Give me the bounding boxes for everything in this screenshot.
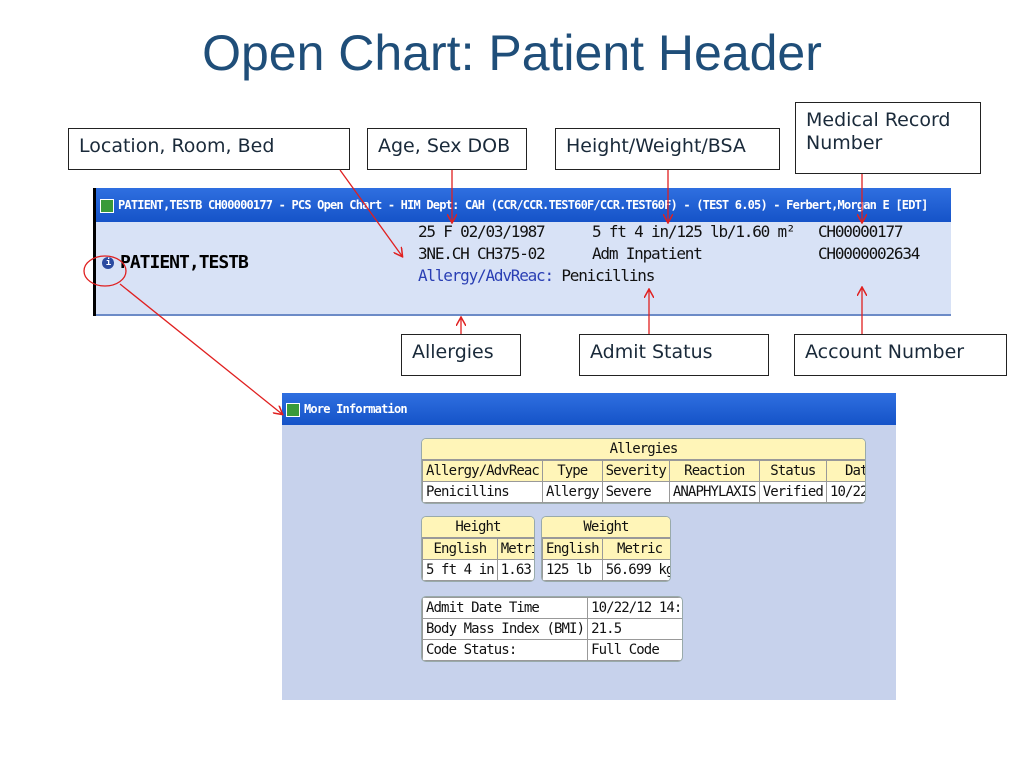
callout-account-number: Account Number [794,334,1007,376]
column-header: Status [758,460,827,482]
admission-details-table: Admit Date Time 10/22/12 14:23 Body Mass… [421,596,683,662]
detail-label: Code Status: [422,639,589,661]
weight-caption: Weight [542,517,670,538]
table-cell: 56.699 kg [601,559,670,581]
detail-label: Admit Date Time [422,597,589,619]
app-icon [286,402,300,417]
column-header: Type [541,460,603,482]
patient-name-row: i PATIENT,TESTB [102,252,249,273]
height-weight-bsa: 5 ft 4 in/125 lb/1.60 m² [592,222,796,241]
window-titlebar[interactable]: PATIENT,TESTB CH00000177 - PCS Open Char… [96,188,951,222]
table-cell: Allergy [541,481,603,503]
detail-value: 21.5 [587,618,682,640]
callout-admit-status: Admit Status [579,334,769,376]
patient-name: PATIENT,TESTB [120,252,249,273]
callout-age-sex-dob: Age, Sex DOB [367,128,527,170]
weight-header-row: English Metric [542,538,670,560]
allergy-label: Allergy/AdvReac: [418,266,554,285]
info-icon[interactable]: i [102,257,114,269]
column-header: Allergy/AdvReac [422,460,543,482]
location-room-bed: 3NE.CH CH375-02 [418,244,546,263]
column-header: Date [825,460,865,482]
window-title: PATIENT,TESTB CH00000177 - PCS Open Char… [118,198,928,212]
allergy-value: Penicillins [561,266,655,285]
column-header: Reaction [668,460,760,482]
column-header: English [422,538,498,560]
detail-value: 10/22/12 14:23 [587,597,682,619]
table-row: 125 lb 56.699 kg [542,559,670,581]
callout-height-weight: Height/Weight/BSA [555,128,780,170]
table-row: 5 ft 4 in 1.63 m [422,559,534,581]
column-header: Metric [601,538,670,560]
medical-record-number: CH00000177 [818,222,904,241]
more-info-titlebar[interactable]: More Information [282,393,896,425]
table-cell: Severe [601,481,670,503]
table-row: Admit Date Time 10/22/12 14:23 [422,597,682,619]
account-number: CH0000002634 [818,244,920,263]
column-header: Metric [496,538,534,560]
column-header: Severity [601,460,670,482]
admit-status: Adm Inpatient [592,244,703,263]
table-cell: 5 ft 4 in [422,559,498,581]
more-information-window: More Information Allergies Allergy/AdvRe… [282,393,896,700]
callout-allergies: Allergies [401,334,521,376]
callout-location: Location, Room, Bed [68,128,350,170]
column-header: English [542,538,603,560]
table-row: Body Mass Index (BMI) 21.5 [422,618,682,640]
table-cell: Penicillins [422,481,543,503]
allergies-header-row: Allergy/AdvReac Type Severity Reaction S… [422,460,865,482]
table-cell: 10/22/12 [825,481,865,503]
height-table: Height English Metric 5 ft 4 in 1.63 m [421,516,535,582]
table-row: Code Status: Full Code [422,639,682,661]
table-cell: ANAPHYLAXIS [668,481,760,503]
app-icon [100,198,114,213]
more-info-title: More Information [304,402,408,416]
table-row[interactable]: Penicillins Allergy Severe ANAPHYLAXIS V… [422,481,865,503]
callout-mrn: Medical Record Number [795,102,981,174]
table-cell: Verified [758,481,827,503]
weight-table: Weight English Metric 125 lb 56.699 kg [541,516,671,582]
allergies-caption: Allergies [422,439,865,460]
height-header-row: English Metric [422,538,534,560]
detail-label: Body Mass Index (BMI) [422,618,589,640]
detail-value: Full Code [587,639,682,661]
allergies-table: Allergies Allergy/AdvReac Type Severity … [421,438,866,504]
table-cell: 1.63 m [496,559,534,581]
table-cell: 125 lb [542,559,603,581]
patient-header: i PATIENT,TESTB 25 F 02/03/1987 3NE.CH CH… [96,222,951,316]
allergy-line[interactable]: Allergy/AdvReac: Penicillins [418,266,655,285]
age-sex-dob: 25 F 02/03/1987 [418,222,546,241]
slide-title: Open Chart: Patient Header [202,25,822,81]
open-chart-window: PATIENT,TESTB CH00000177 - PCS Open Char… [93,188,951,316]
height-caption: Height [422,517,534,538]
